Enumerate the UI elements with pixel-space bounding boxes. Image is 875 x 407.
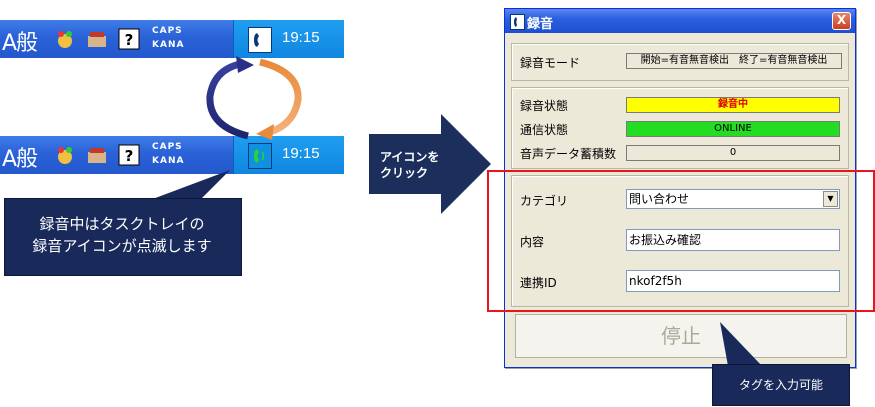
ime-indicator[interactable]: A般 [2,147,38,172]
arrow-label-line1: アイコンを [380,150,440,164]
tag-highlight-frame [487,170,875,312]
mode-label: 録音モード [520,56,581,70]
toolbox-icon[interactable] [86,144,108,166]
svg-text:?: ? [125,147,134,165]
close-button[interactable]: X [832,12,851,30]
clock[interactable]: 19:15 [282,29,320,46]
count-label: 音声データ蓄積数 [520,147,617,161]
tray-callout-text: 録音中はタスクトレイの 録音アイコンが点滅します [4,213,240,257]
taskbar-normal: A般 ? CAPS KANA 19:15 [0,20,344,58]
toolbox-icon[interactable] [86,28,108,50]
help-icon[interactable]: ? [118,144,140,166]
recorder-app-icon [510,14,525,30]
mode-value: 開始=有音無音検出 終了=有音無音検出 [626,53,842,69]
category-label: カテゴリ [520,194,569,208]
dialog-title: 録音 [527,17,554,32]
system-tray: 19:15 [233,20,344,58]
recording-dialog: 録音 X 録音モード 開始=有音無音検出 終了=有音無音検出 録音状態 録音中 … [504,8,856,368]
caps-label: CAPS [152,142,183,152]
category-select[interactable]: 問い合わせ ▼ [626,189,840,209]
kana-label: KANA [152,156,185,166]
chevron-down-icon[interactable]: ▼ [823,191,838,207]
arrow-label: アイコンを クリック [380,149,439,181]
caps-kana-indicator: CAPS KANA [152,140,184,168]
recorder-tray-icon-blinking[interactable] [248,143,272,169]
dialog-titlebar[interactable]: 録音 X [505,9,855,33]
category-value: 問い合わせ [629,192,690,206]
id-label: 連携ID [520,276,557,290]
tag-group: カテゴリ 問い合わせ ▼ 内容 お振込み確認 連携ID nkof2f5h [511,175,849,307]
tag-callout-text: タグを入力可能 [738,378,823,392]
clock[interactable]: 19:15 [282,145,320,162]
recorder-tray-icon[interactable] [248,27,272,53]
tray-callout-line1: 録音中はタスクトレイの [39,215,205,233]
status-value: 録音中 [626,97,840,113]
count-value: 0 [626,145,840,161]
stop-button[interactable]: 停止 [515,314,847,358]
callout-tail [150,170,230,200]
comm-label: 通信状態 [520,123,569,137]
mode-group: 録音モード 開始=有音無音検出 終了=有音無音検出 [511,43,849,81]
caps-kana-indicator: CAPS KANA [152,24,184,52]
content-label: 内容 [520,235,545,249]
cycle-arrows-icon [206,56,302,140]
help-icon[interactable]: ? [118,28,140,50]
caps-label: CAPS [152,26,183,36]
ime-pad-icon[interactable] [54,28,76,50]
content-input[interactable]: お振込み確認 [626,229,840,251]
status-group: 録音状態 録音中 通信状態 ONLINE 音声データ蓄積数 0 [511,87,849,169]
ime-pad-icon[interactable] [54,144,76,166]
kana-label: KANA [152,40,185,50]
tag-callout-tail [720,322,762,366]
system-tray: 19:15 [233,136,344,174]
right-arrow-icon [369,114,491,214]
tray-callout [4,198,242,276]
taskbar-recording: A般 ? CAPS KANA 19:15 [0,136,344,174]
status-label: 録音状態 [520,99,569,113]
svg-text:?: ? [125,31,134,49]
tray-callout-line2: 録音アイコンが点滅します [32,237,212,255]
ime-indicator[interactable]: A般 [2,31,38,56]
tag-callout [712,364,850,406]
arrow-label-line2: クリック [380,166,429,180]
id-input[interactable]: nkof2f5h [626,270,840,292]
comm-value: ONLINE [626,121,840,137]
